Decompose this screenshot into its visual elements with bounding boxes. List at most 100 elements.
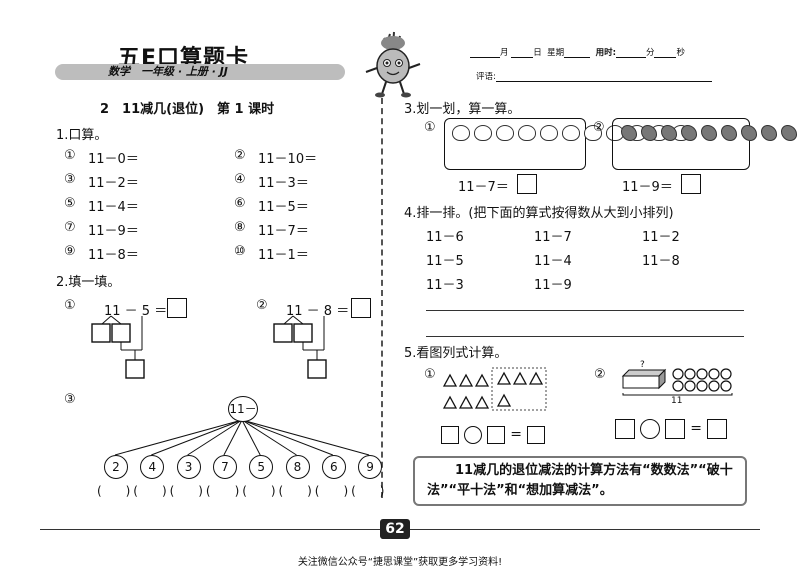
spider-line-8 xyxy=(241,419,370,456)
q4-answer-line-2[interactable] xyxy=(426,336,744,337)
q1-item-1-num: ① xyxy=(64,148,76,163)
q4-expr-r1c3: 11－2 xyxy=(642,230,680,245)
month-label: 月 xyxy=(500,48,509,58)
spider-line-4 xyxy=(223,419,243,456)
q3-part2-picture xyxy=(612,118,797,170)
q3-part1-expr: 11－7＝ xyxy=(458,180,509,195)
spider-blank-3[interactable]: ( ) xyxy=(169,484,203,498)
q5-part2-operator-circle[interactable] xyxy=(640,418,661,439)
spider-blank-1[interactable]: ( ) xyxy=(97,484,131,498)
spider-blank-4[interactable]: ( ) xyxy=(205,484,240,498)
q2-part3-root: 11－ xyxy=(228,396,258,422)
q2-part2-expr: 11 － 8 ＝ xyxy=(286,304,350,319)
q4-expr-r3c2: 11－9 xyxy=(534,278,572,293)
fish-icon xyxy=(641,125,657,141)
q1-item-10-num: ⑩ xyxy=(234,244,246,259)
q1-item-4-expr: 11－3＝ xyxy=(258,176,309,191)
spider-line-3 xyxy=(187,419,243,456)
q4-expr-r2c3: 11－8 xyxy=(642,254,680,269)
spider-leaf-7: 6 xyxy=(321,455,346,479)
q3-part2-expr: 11－9＝ xyxy=(622,180,673,195)
q1-item-6-num: ⑥ xyxy=(234,196,246,211)
q5-part2-box-a[interactable] xyxy=(615,418,635,439)
q3-label: 3.划一划，算一算。 xyxy=(404,102,521,117)
q5-part1-box-b[interactable] xyxy=(487,425,506,444)
q2-part2-answer-box[interactable] xyxy=(351,298,371,318)
q2-part3-spider-lines xyxy=(114,419,370,456)
q4-answer-line-1[interactable] xyxy=(426,310,744,311)
q3-part1-answer-box[interactable] xyxy=(517,174,537,194)
fish-icon xyxy=(761,125,777,141)
q1-item-6-expr: 11－5＝ xyxy=(258,200,309,215)
q5-part2-box-b[interactable] xyxy=(665,418,686,439)
spider-blank-7[interactable]: ( ) xyxy=(314,484,349,498)
q4-expr-r3c1: 11－3 xyxy=(426,278,464,293)
subject-label: 数学 一年级 · 上册 · JJ xyxy=(108,65,228,78)
spider-line-6 xyxy=(241,419,297,456)
q2-part1-split-diagram xyxy=(91,315,145,379)
q5-part1-operator-circle[interactable] xyxy=(464,425,483,444)
fish-icon xyxy=(701,125,717,141)
q1-item-3-expr: 11－2＝ xyxy=(88,176,139,191)
girl-face-icon xyxy=(518,125,536,141)
fish-icon xyxy=(781,125,797,141)
radish-mascot-icon xyxy=(365,31,421,98)
q5-part2-equation: = xyxy=(615,418,728,439)
q1-item-5-num: ⑤ xyxy=(64,196,76,211)
girl-face-icon xyxy=(452,125,470,141)
time-used-label: 用时: xyxy=(595,48,616,58)
q5-part1-triangles xyxy=(442,367,547,411)
fish-icon xyxy=(741,125,757,141)
tip-box: 11减几的退位减法的计算方法有“数数法”“破十法”“平十法”和“想加算减法”。 xyxy=(413,456,747,506)
fish-icon xyxy=(721,125,737,141)
q1-item-3-num: ③ xyxy=(64,172,76,187)
spider-leaf-8: 9 xyxy=(358,455,383,479)
spider-blank-6[interactable]: ( ) xyxy=(278,484,312,498)
q5-part1-box-a[interactable] xyxy=(441,425,459,444)
girl-face-icon xyxy=(562,125,580,141)
spider-leaf-6: 8 xyxy=(285,455,310,479)
column-divider xyxy=(381,98,383,498)
q1-item-1-expr: 11－0＝ xyxy=(88,152,139,167)
q1-item-7-num: ⑦ xyxy=(64,220,76,235)
q2-part1-answer-box[interactable] xyxy=(167,298,187,318)
spider-line-7 xyxy=(241,419,333,456)
q2-part1-num: ① xyxy=(64,298,76,313)
spider-blank-5[interactable]: ( ) xyxy=(242,484,276,498)
q3-part1-num: ① xyxy=(424,120,436,135)
q4-label: 4.排一排。(把下面的算式按得数从大到小排列) xyxy=(404,206,674,221)
q3-part2-num: ② xyxy=(593,120,605,135)
q1-item-7-expr: 11－9＝ xyxy=(88,224,139,239)
q1-item-8-expr: 11－7＝ xyxy=(258,224,309,239)
q3-part2-answer-box[interactable] xyxy=(681,174,701,194)
q1-item-10-expr: 11－1＝ xyxy=(258,248,309,263)
spider-leaf-3: 3 xyxy=(176,455,201,479)
q2-part2-num: ② xyxy=(256,298,268,313)
minute-label: 分 xyxy=(645,48,655,58)
spider-leaf-4: 7 xyxy=(212,455,237,479)
q1-item-2-expr: 11－10＝ xyxy=(258,152,318,167)
q5-part1-answer-box[interactable] xyxy=(527,425,546,444)
q1-item-9-num: ⑨ xyxy=(64,244,76,259)
subject-bar xyxy=(55,64,345,80)
q1-item-4-num: ④ xyxy=(234,172,246,187)
q2-part2-split-diagram xyxy=(273,315,327,379)
girl-face-icon xyxy=(496,125,514,141)
spider-blank-2[interactable]: ( ) xyxy=(133,484,167,498)
footer-text: 关注微信公众号“捷思课堂”获取更多学习资料! xyxy=(297,557,503,568)
comment-line: 评语: xyxy=(476,70,712,82)
q5-part2-picture xyxy=(621,368,733,396)
q5-part2-answer-box[interactable] xyxy=(707,418,728,439)
q5-label: 5.看图列式计算。 xyxy=(404,346,508,361)
q5-part1-equation: = xyxy=(441,424,546,444)
q2-part1-expr: 11 － 5 ＝ xyxy=(104,304,168,319)
week-label: 星期 xyxy=(547,48,565,58)
spider-blank-8[interactable]: ( ) xyxy=(351,484,385,498)
q5-part1-num: ① xyxy=(424,367,436,382)
fish-icon xyxy=(681,125,697,141)
q5-part2-total: 11 xyxy=(671,396,683,406)
spider-line-1 xyxy=(114,419,243,456)
q1-label: 1.口算。 xyxy=(56,128,108,143)
lesson-title: 2 11减几(退位) 第 1 课时 xyxy=(100,102,275,117)
q4-expr-r2c2: 11－4 xyxy=(534,254,572,269)
